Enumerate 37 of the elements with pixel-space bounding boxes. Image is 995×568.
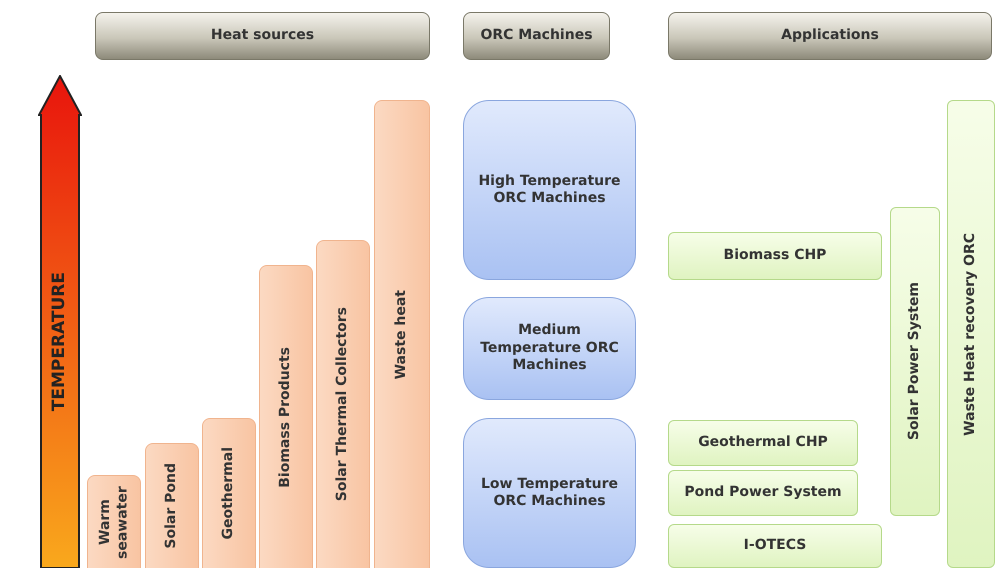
node-label: Medium Temperature ORC Machines bbox=[479, 322, 620, 375]
node-label: Pond Power System bbox=[684, 484, 842, 502]
heat-source-bar bbox=[316, 240, 370, 568]
machine-box bbox=[463, 100, 636, 280]
node-label: Geothermal bbox=[220, 447, 238, 540]
node-label: Low Temperature ORC Machines bbox=[480, 476, 620, 510]
header-bar bbox=[463, 12, 610, 60]
heat-source-bar bbox=[87, 475, 141, 568]
application-box bbox=[668, 524, 882, 568]
node-label: Applications bbox=[781, 27, 879, 45]
application-box bbox=[668, 420, 858, 466]
node-label: Heat sources bbox=[210, 27, 314, 45]
heat-source-bar bbox=[145, 443, 199, 568]
node-label: Solar Thermal Collectors bbox=[334, 307, 352, 502]
application-bar bbox=[890, 207, 940, 516]
application-bar bbox=[947, 100, 995, 568]
node-label: High Temperature ORC Machines bbox=[477, 172, 622, 208]
axis-label: TEMPERATURE bbox=[49, 272, 70, 412]
machine-box bbox=[463, 297, 636, 400]
heat-source-bar bbox=[259, 265, 313, 568]
node-label: I-OTECS bbox=[744, 537, 806, 555]
application-box bbox=[668, 232, 882, 280]
node-label: Biomass CHP bbox=[724, 247, 826, 265]
node-label: Geothermal CHP bbox=[698, 434, 828, 452]
machine-box bbox=[463, 418, 636, 568]
node-label: Solar Power System bbox=[906, 282, 924, 441]
heat-source-bar bbox=[202, 418, 256, 568]
heat-source-bar bbox=[374, 100, 430, 568]
application-box bbox=[668, 470, 858, 516]
node-label: Waste Heat recovery ORC bbox=[962, 232, 980, 436]
node-label: Warm seawater bbox=[96, 484, 131, 560]
header-bar bbox=[95, 12, 430, 60]
node-label: Solar Pond bbox=[163, 463, 180, 549]
node-label: ORC Machines bbox=[480, 27, 593, 45]
node-label: Waste heat bbox=[393, 290, 410, 380]
header-bar bbox=[668, 12, 992, 60]
node-label: Biomass Products bbox=[277, 346, 294, 488]
